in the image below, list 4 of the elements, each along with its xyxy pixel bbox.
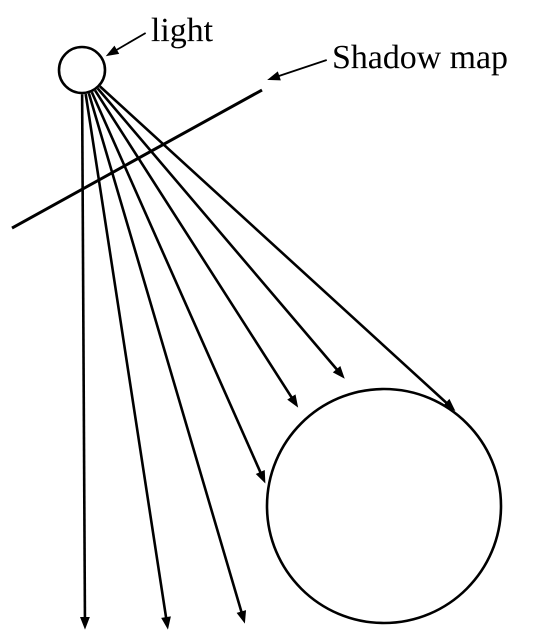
object-sphere <box>266 388 502 624</box>
light-label: light <box>152 18 213 48</box>
light-circle <box>58 46 106 94</box>
shadow-map-label: Shadow map <box>334 44 507 76</box>
